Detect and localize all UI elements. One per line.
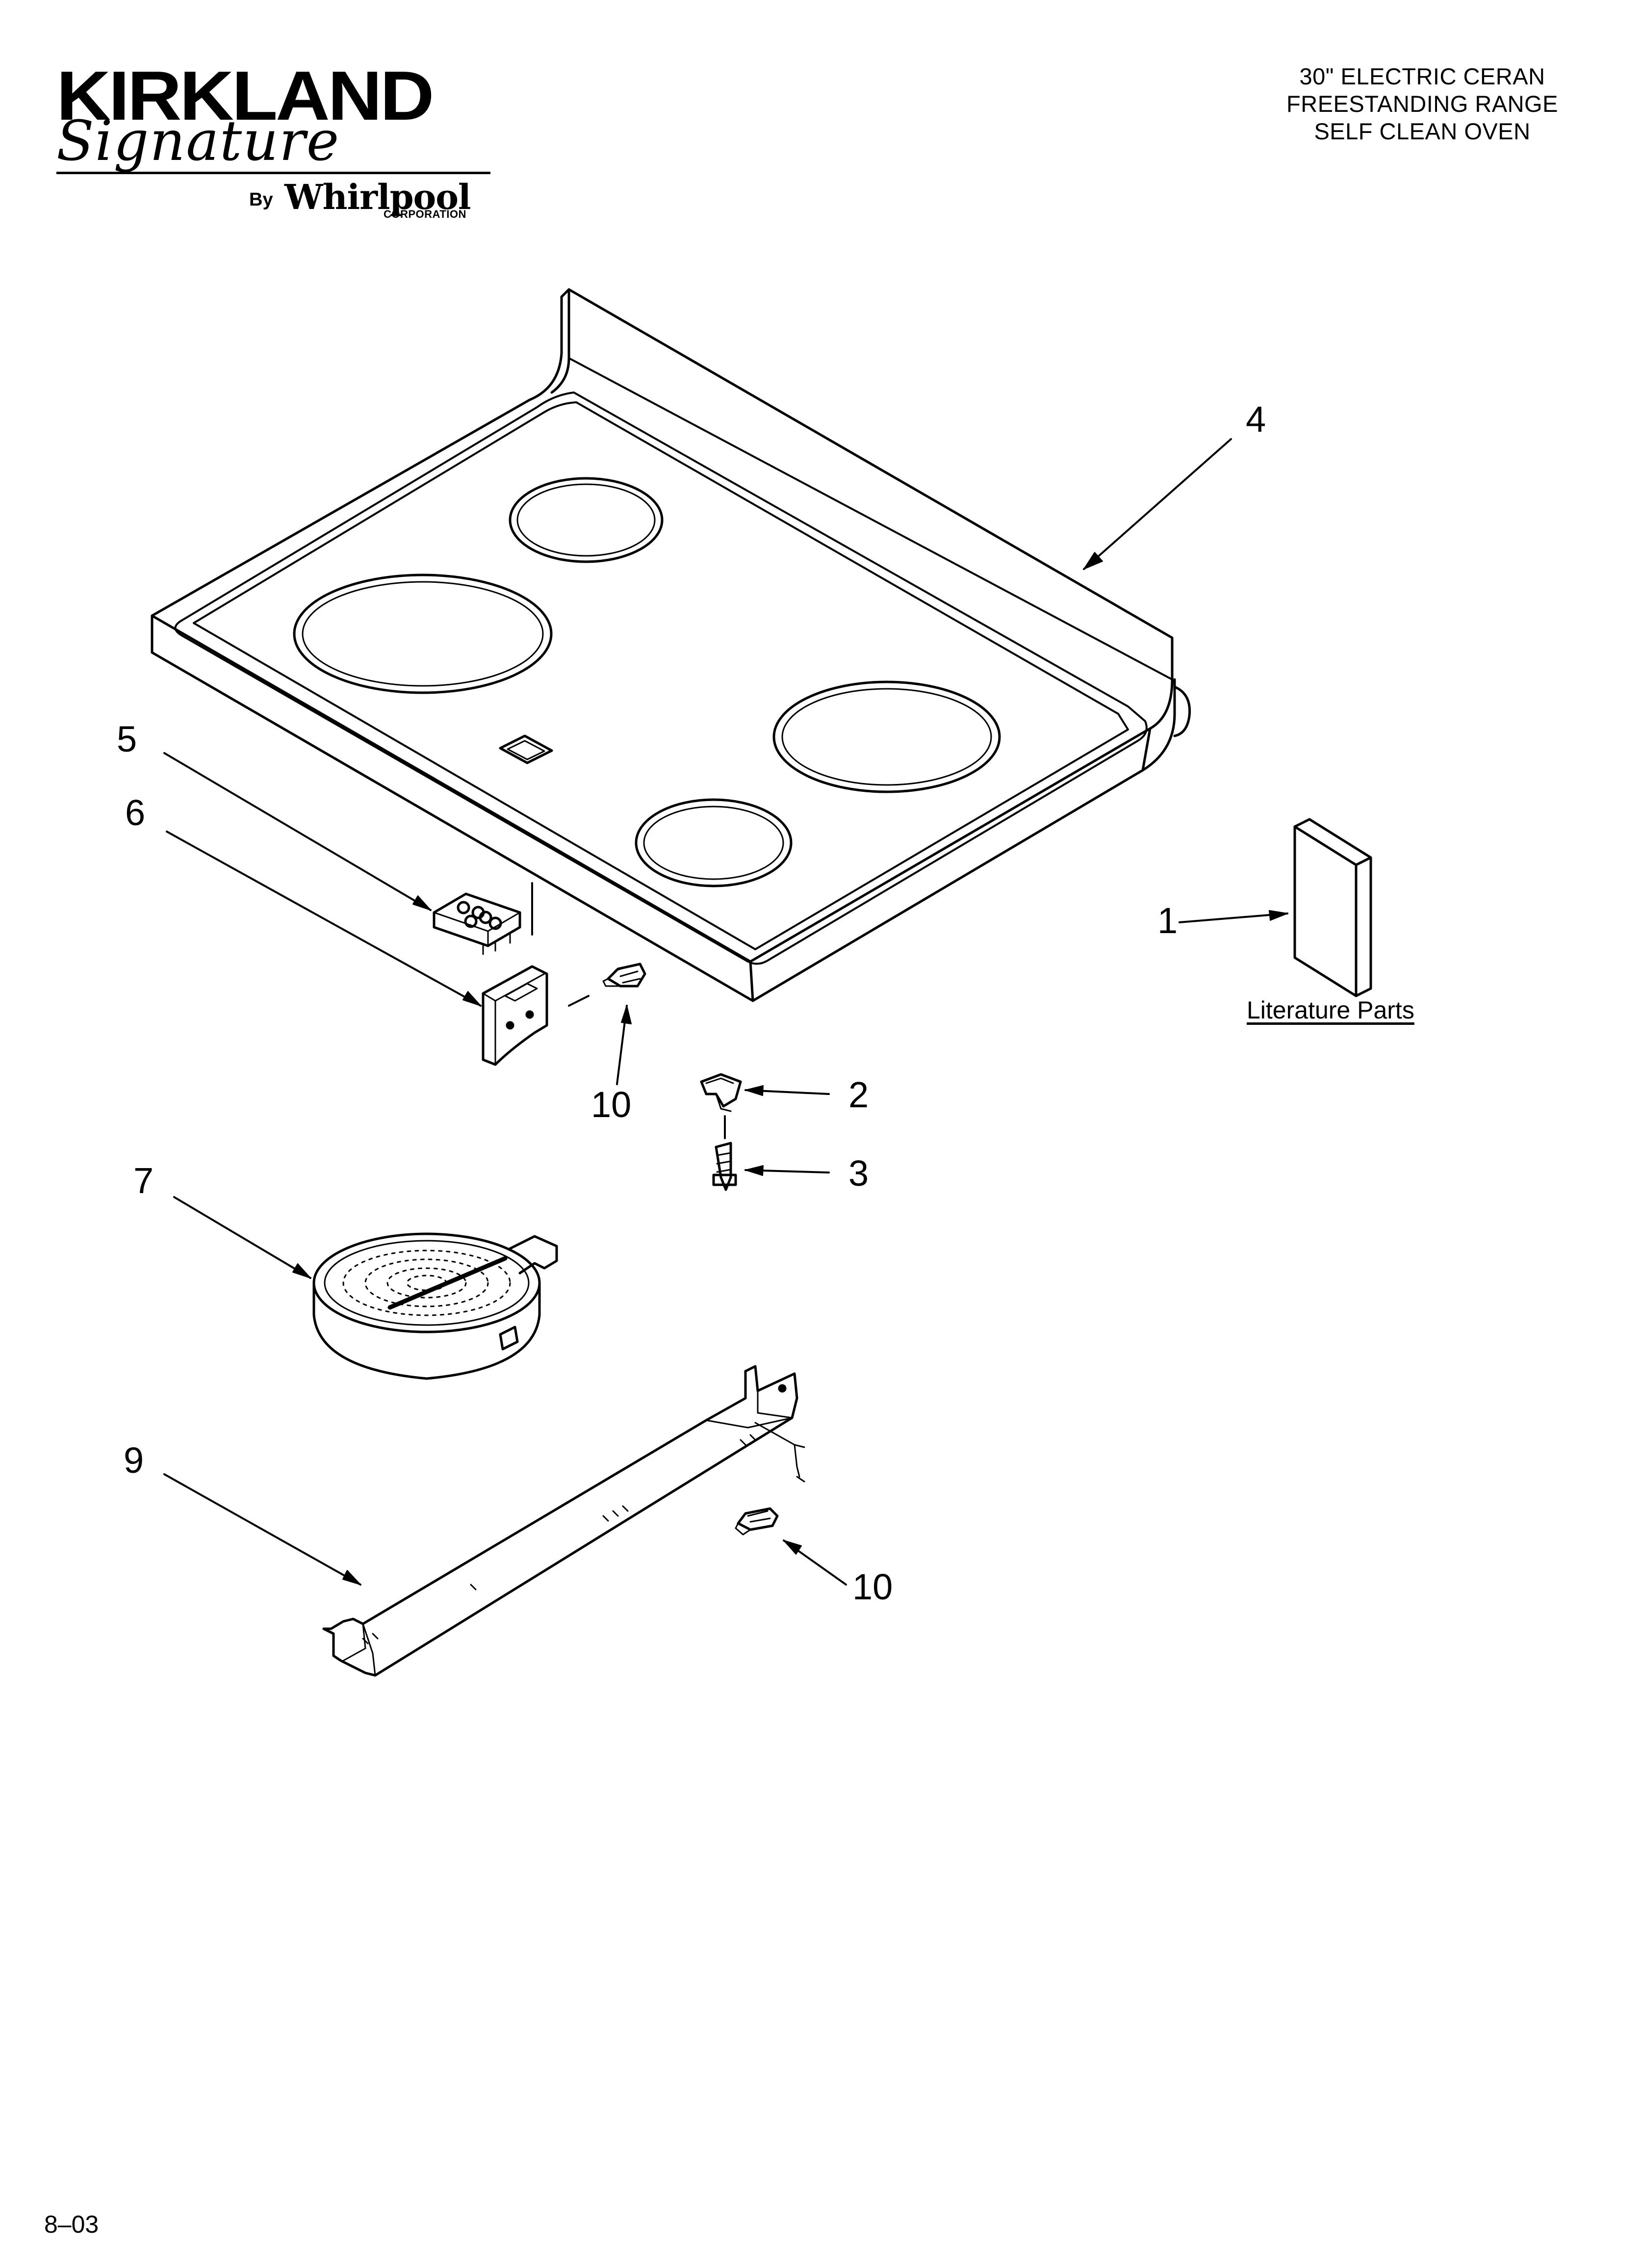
manufacturer-logo: Whirlpool xyxy=(284,177,471,217)
title-line-1: 30" ELECTRIC CERAN xyxy=(1299,63,1545,89)
callout-2: 2 xyxy=(848,1074,869,1115)
callout-9: 9 xyxy=(124,1440,144,1481)
brand-divider xyxy=(56,172,490,174)
callout-10-upper: 10 xyxy=(591,1084,632,1125)
manufacturer-sub: CORPORATION xyxy=(384,208,466,220)
literature-parts-label: Literature Parts xyxy=(1247,996,1414,1024)
bracket-part-6 xyxy=(166,831,590,1066)
brand-name: KIRKLAND xyxy=(56,57,435,135)
screw-part-3 xyxy=(712,1142,830,1191)
literature-part-1 xyxy=(1179,818,1372,997)
callout-5: 5 xyxy=(117,719,137,759)
cooktop-part-4 xyxy=(151,288,1232,1002)
callout-10-lower: 10 xyxy=(852,1566,893,1607)
callout-6: 6 xyxy=(125,792,146,833)
title-line-3: SELF CLEAN OVEN xyxy=(1314,118,1531,144)
terminal-block-part-5 xyxy=(163,752,533,955)
clip-part-2 xyxy=(700,1073,830,1139)
callout-4: 4 xyxy=(1246,399,1266,440)
title-line-2: FREESTANDING RANGE xyxy=(1286,91,1558,117)
date-code: 8–03 xyxy=(44,2211,99,2238)
callout-3: 3 xyxy=(848,1153,869,1194)
screw-part-10-lower xyxy=(735,1507,847,1586)
brand-script: Signature xyxy=(56,109,340,173)
callout-7: 7 xyxy=(133,1160,154,1201)
callout-1: 1 xyxy=(1157,900,1178,941)
by-label: By xyxy=(249,189,273,210)
radiant-element-part-7 xyxy=(173,1196,558,1380)
support-bar-part-9 xyxy=(163,1365,805,1677)
screw-part-10-upper xyxy=(602,963,646,1085)
